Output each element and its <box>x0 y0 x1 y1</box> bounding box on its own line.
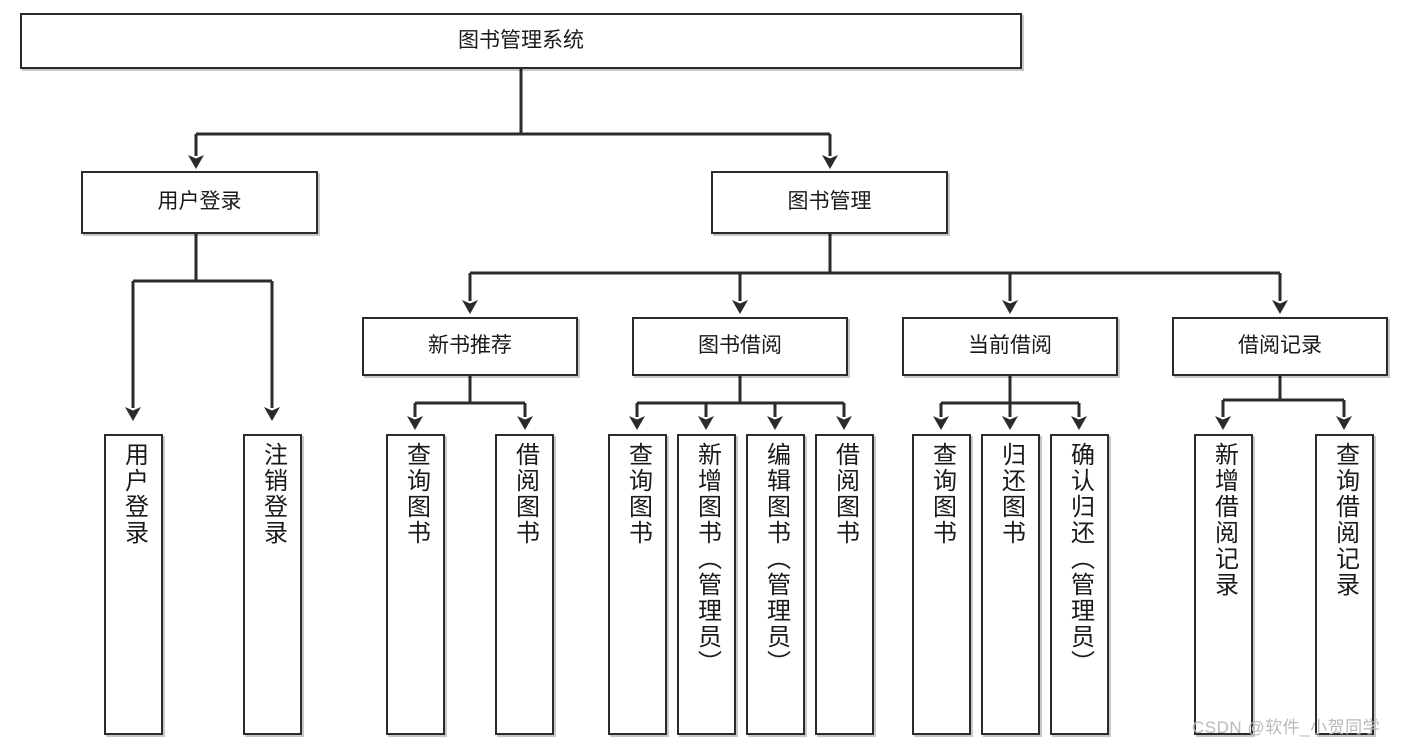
node-book-borrow-label: 图书借阅 <box>698 334 782 358</box>
node-book-borrow[interactable]: 图书借阅 <box>632 317 848 376</box>
node-leaf-query-record-label: 查询借阅记录 <box>1331 442 1359 598</box>
node-leaf-borrow-book-2-label: 借阅图书 <box>831 442 859 546</box>
node-leaf-add-book[interactable]: 新增图书（管理员） <box>677 434 736 735</box>
node-leaf-logout[interactable]: 注销登录 <box>243 434 302 735</box>
node-book-manage-label: 图书管理 <box>787 190 872 214</box>
node-leaf-edit-book[interactable]: 编辑图书（管理员） <box>746 434 805 735</box>
node-leaf-return-book-label: 归还图书 <box>997 442 1025 546</box>
node-leaf-query-book-3-label: 查询图书 <box>928 442 956 546</box>
node-borrow-record-label: 借阅记录 <box>1238 334 1322 358</box>
node-leaf-borrow-book-1-label: 借阅图书 <box>511 442 539 546</box>
node-leaf-borrow-book-1[interactable]: 借阅图书 <box>495 434 554 735</box>
node-user-login[interactable]: 用户登录 <box>81 171 318 234</box>
node-leaf-return-book[interactable]: 归还图书 <box>981 434 1040 735</box>
node-new-book-rec-label: 新书推荐 <box>428 334 512 358</box>
node-leaf-borrow-book-2[interactable]: 借阅图书 <box>815 434 874 735</box>
node-leaf-user-login[interactable]: 用户登录 <box>104 434 163 735</box>
node-leaf-edit-book-label: 编辑图书（管理员） <box>762 442 790 676</box>
node-root[interactable]: 图书管理系统 <box>20 13 1022 69</box>
node-leaf-query-book-2-label: 查询图书 <box>624 442 652 546</box>
node-leaf-logout-label: 注销登录 <box>259 442 287 546</box>
node-leaf-query-book-1-label: 查询图书 <box>402 442 430 546</box>
node-leaf-query-record[interactable]: 查询借阅记录 <box>1315 434 1374 735</box>
node-leaf-add-record[interactable]: 新增借阅记录 <box>1194 434 1253 735</box>
node-new-book-rec[interactable]: 新书推荐 <box>362 317 578 376</box>
node-current-borrow-label: 当前借阅 <box>968 334 1052 358</box>
node-root-label: 图书管理系统 <box>458 28 584 52</box>
node-leaf-add-record-label: 新增借阅记录 <box>1210 442 1238 598</box>
node-leaf-add-book-label: 新增图书（管理员） <box>693 442 721 676</box>
node-borrow-record[interactable]: 借阅记录 <box>1172 317 1388 376</box>
node-user-login-label: 用户登录 <box>157 190 242 214</box>
node-book-manage[interactable]: 图书管理 <box>711 171 948 234</box>
node-leaf-user-login-label: 用户登录 <box>120 442 148 546</box>
node-leaf-query-book-3[interactable]: 查询图书 <box>912 434 971 735</box>
node-leaf-query-book-2[interactable]: 查询图书 <box>608 434 667 735</box>
node-leaf-confirm-return-label: 确认归还（管理员） <box>1066 442 1094 676</box>
node-leaf-confirm-return[interactable]: 确认归还（管理员） <box>1050 434 1109 735</box>
node-leaf-query-book-1[interactable]: 查询图书 <box>386 434 445 735</box>
node-current-borrow[interactable]: 当前借阅 <box>902 317 1118 376</box>
